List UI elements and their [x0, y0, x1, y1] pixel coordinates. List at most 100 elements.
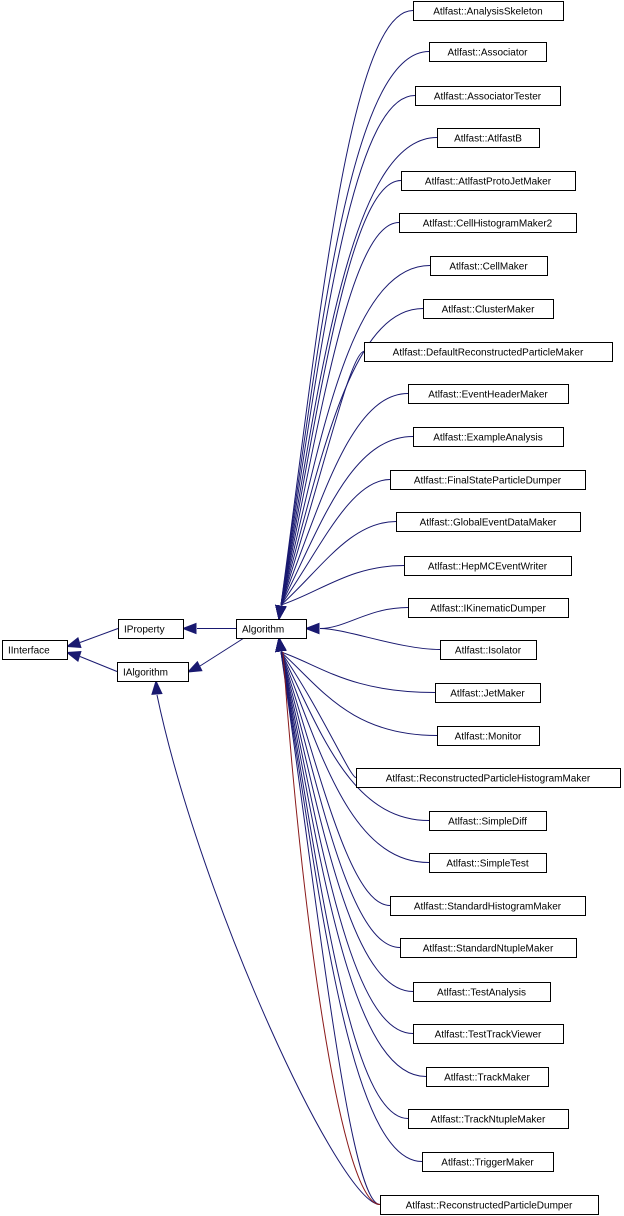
class-node-globaleventdatamaker[interactable]: Atlfast::GlobalEventDataMaker: [396, 512, 581, 532]
class-node-eventheadermaker[interactable]: Atlfast::EventHeaderMaker: [408, 384, 569, 404]
class-node-ikinematicdumper[interactable]: Atlfast::IKinematicDumper: [408, 598, 569, 618]
class-box[interactable]: [413, 1, 564, 21]
class-label[interactable]: Atlfast::SimpleTest: [446, 859, 528, 870]
class-label[interactable]: Atlfast::JetMaker: [450, 689, 525, 700]
class-label[interactable]: Atlfast::StandardHistogramMaker: [414, 902, 562, 913]
class-node-simpletest[interactable]: Atlfast::SimpleTest: [429, 853, 547, 873]
class-node-isolator[interactable]: Atlfast::Isolator: [440, 640, 537, 660]
class-label[interactable]: Atlfast::TestAnalysis: [437, 988, 526, 999]
class-node-atlfastb[interactable]: Atlfast::AtlfastB: [437, 128, 540, 148]
class-node-reconstructedparticlehistogrammaker[interactable]: Atlfast::ReconstructedParticleHistogramM…: [356, 768, 621, 788]
class-label[interactable]: Atlfast::GlobalEventDataMaker: [420, 518, 557, 529]
class-box[interactable]: [396, 512, 581, 532]
class-box[interactable]: [422, 1152, 554, 1172]
class-node-analysisskeleton[interactable]: Atlfast::AnalysisSkeleton: [413, 1, 564, 21]
class-node-triggermaker[interactable]: Atlfast::TriggerMaker: [422, 1152, 554, 1172]
class-box[interactable]: [435, 683, 541, 703]
class-label[interactable]: Atlfast::AtlfastB: [454, 134, 522, 145]
class-node-clustermaker[interactable]: Atlfast::ClusterMaker: [423, 299, 554, 319]
class-box[interactable]: [117, 662, 189, 682]
class-node-cellmaker[interactable]: Atlfast::CellMaker: [430, 256, 548, 276]
class-node-standardhistogrammaker[interactable]: Atlfast::StandardHistogramMaker: [390, 896, 586, 916]
edge-algorithm-to-iproperty: [181, 622, 236, 635]
class-node-hepmceventwriter[interactable]: Atlfast::HepMCEventWriter: [404, 556, 572, 576]
class-node-algorithm[interactable]: Algorithm: [236, 619, 307, 639]
class-box[interactable]: [408, 1109, 569, 1129]
class-node-trackmaker[interactable]: Atlfast::TrackMaker: [426, 1067, 549, 1087]
class-box[interactable]: [399, 213, 577, 233]
class-node-associatortester[interactable]: Atlfast::AssociatorTester: [415, 86, 561, 106]
class-box[interactable]: [401, 171, 576, 191]
class-label[interactable]: IInterface: [8, 646, 50, 657]
class-label[interactable]: Atlfast::AnalysisSkeleton: [433, 7, 543, 18]
class-node-defaultreconstructedparticlemaker[interactable]: Atlfast::DefaultReconstructedParticleMak…: [364, 342, 613, 362]
class-box[interactable]: [390, 470, 586, 490]
class-box[interactable]: [437, 726, 540, 746]
class-node-monitor[interactable]: Atlfast::Monitor: [437, 726, 540, 746]
class-label[interactable]: Atlfast::Associator: [447, 48, 528, 59]
class-label[interactable]: Atlfast::CellHistogramMaker2: [423, 219, 553, 230]
class-label[interactable]: Atlfast::HepMCEventWriter: [428, 562, 548, 573]
class-label[interactable]: Atlfast::Monitor: [455, 732, 522, 743]
class-label[interactable]: Atlfast::ExampleAnalysis: [433, 433, 543, 444]
class-box[interactable]: [429, 811, 547, 831]
class-node-trackntuplemaker[interactable]: Atlfast::TrackNtupleMaker: [408, 1109, 569, 1129]
class-node-jetmaker[interactable]: Atlfast::JetMaker: [435, 683, 541, 703]
class-box[interactable]: [236, 619, 307, 639]
class-node-reconstructedparticledumper[interactable]: Atlfast::ReconstructedParticleDumper: [380, 1195, 599, 1215]
class-box[interactable]: [429, 853, 547, 873]
class-label[interactable]: Atlfast::TrackNtupleMaker: [431, 1115, 546, 1126]
class-node-testtrackviewer[interactable]: Atlfast::TestTrackViewer: [413, 1024, 564, 1044]
class-label[interactable]: Atlfast::CellMaker: [449, 262, 528, 273]
class-box[interactable]: [423, 299, 554, 319]
class-box[interactable]: [404, 556, 572, 576]
class-box[interactable]: [413, 982, 551, 1002]
class-label[interactable]: Atlfast::TestTrackViewer: [435, 1030, 542, 1041]
class-label[interactable]: Atlfast::AssociatorTester: [434, 92, 542, 103]
class-node-finalstateparticledumper[interactable]: Atlfast::FinalStateParticleDumper: [390, 470, 586, 490]
class-box[interactable]: [426, 1067, 549, 1087]
class-label[interactable]: Atlfast::EventHeaderMaker: [428, 390, 548, 401]
class-box[interactable]: [408, 598, 569, 618]
class-label[interactable]: Atlfast::Isolator: [455, 646, 522, 657]
class-box[interactable]: [400, 938, 577, 958]
class-label[interactable]: Atlfast::StandardNtupleMaker: [423, 944, 554, 955]
class-label[interactable]: Atlfast::TriggerMaker: [441, 1158, 534, 1169]
class-node-cellhistogrammaker2[interactable]: Atlfast::CellHistogramMaker2: [399, 213, 577, 233]
class-box[interactable]: [430, 256, 548, 276]
class-box[interactable]: [118, 619, 184, 639]
class-label[interactable]: Atlfast::SimpleDiff: [448, 817, 527, 828]
class-box[interactable]: [437, 128, 540, 148]
class-box[interactable]: [364, 342, 613, 362]
class-node-atlfastprotojetmaker[interactable]: Atlfast::AtlfastProtoJetMaker: [401, 171, 576, 191]
class-label[interactable]: Atlfast::AtlfastProtoJetMaker: [425, 177, 552, 188]
class-label[interactable]: Atlfast::FinalStateParticleDumper: [414, 476, 562, 487]
class-node-simplediff[interactable]: Atlfast::SimpleDiff: [429, 811, 547, 831]
class-box[interactable]: [408, 384, 569, 404]
class-box[interactable]: [380, 1195, 599, 1215]
class-label[interactable]: Atlfast::ClusterMaker: [442, 305, 535, 316]
class-node-associator[interactable]: Atlfast::Associator: [429, 42, 547, 62]
class-box[interactable]: [440, 640, 537, 660]
class-label[interactable]: Atlfast::DefaultReconstructedParticleMak…: [393, 348, 584, 359]
class-label[interactable]: Atlfast::ReconstructedParticleDumper: [406, 1201, 573, 1212]
class-node-testanalysis[interactable]: Atlfast::TestAnalysis: [413, 982, 551, 1002]
class-label[interactable]: IProperty: [124, 625, 165, 636]
class-node-ialgorithm[interactable]: IAlgorithm: [117, 662, 189, 682]
class-label[interactable]: Atlfast::IKinematicDumper: [430, 604, 546, 615]
class-label[interactable]: IAlgorithm: [123, 668, 168, 679]
class-box[interactable]: [415, 86, 561, 106]
class-box[interactable]: [413, 1024, 564, 1044]
class-box[interactable]: [2, 640, 68, 660]
class-box[interactable]: [390, 896, 586, 916]
class-node-iproperty[interactable]: IProperty: [118, 619, 184, 639]
class-label[interactable]: Algorithm: [242, 625, 284, 636]
class-node-standardntuplemaker[interactable]: Atlfast::StandardNtupleMaker: [400, 938, 577, 958]
class-node-exampleanalysis[interactable]: Atlfast::ExampleAnalysis: [413, 427, 564, 447]
class-box[interactable]: [413, 427, 564, 447]
class-box[interactable]: [429, 42, 547, 62]
class-node-iinterface[interactable]: IInterface: [2, 640, 68, 660]
class-label[interactable]: Atlfast::TrackMaker: [444, 1073, 530, 1084]
class-label[interactable]: Atlfast::ReconstructedParticleHistogramM…: [386, 774, 591, 785]
class-box[interactable]: [356, 768, 621, 788]
